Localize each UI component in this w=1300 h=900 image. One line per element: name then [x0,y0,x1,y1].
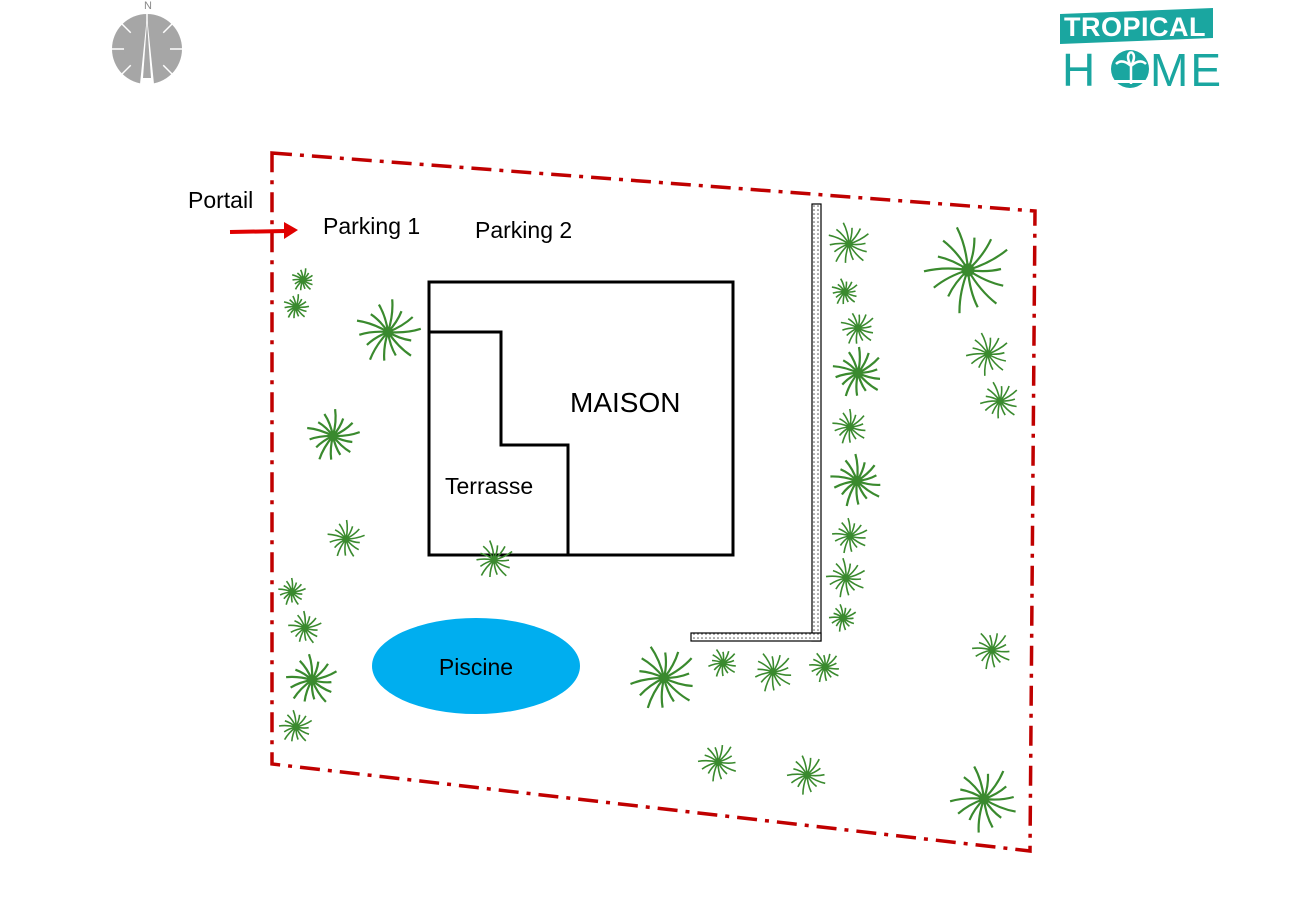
tropical-plant-icon [832,346,881,397]
tropical-plant-icon [356,299,422,361]
palm-tree-icon [1111,50,1149,88]
garden-wall-icon [690,203,822,642]
tropical-plant-icon [288,610,322,644]
tropical-plant-icon [828,603,857,632]
tropical-plant-icon [825,557,866,598]
gate-label: Portail [188,187,253,213]
tropical-plant-icon [828,222,869,263]
compass-north-label: N [144,0,152,12]
terrace-label: Terrasse [445,473,533,499]
swimming-pool-shape [372,618,580,714]
tropical-plant-icon [979,381,1018,419]
tropical-plant-icon [278,709,313,742]
tropical-plant-icon [476,540,513,578]
tropical-plant-icon [832,517,868,554]
tropical-plant-icon [786,755,826,795]
tropical-plant-icon [327,519,365,557]
tropical-plant-icon [285,653,338,703]
tropical-plant-icon [840,312,874,344]
house-label: MAISON [570,387,680,418]
logo-text-me: ME [1150,44,1223,96]
tropical-plant-icon [923,226,1008,314]
tropical-plant-icon [832,408,866,444]
tropical-home-logo: TROPICAL H ME [1060,8,1223,96]
logo-text-h: H [1062,44,1097,96]
entrance-arrow-icon [229,222,298,239]
tropical-plant-icon [971,632,1010,670]
tropical-plant-icon [949,765,1016,833]
tropical-plant-icon [307,408,361,460]
compass-rose-icon: N [112,0,182,84]
tropical-plant-icon [965,332,1008,376]
property-boundary [270,151,1037,853]
tropical-plant-icon [292,268,313,291]
tropical-plant-icon [697,745,737,782]
parking-2-label: Parking 2 [475,217,572,243]
plants-group [278,222,1018,833]
pool-label: Piscine [439,654,513,680]
tropical-plant-icon [283,294,310,319]
tropical-plant-icon [278,577,306,606]
tropical-plant-icon [630,646,693,709]
parking-1-label: Parking 1 [323,213,420,239]
tropical-plant-icon [830,453,881,507]
tropical-plant-icon [754,653,792,692]
tropical-plant-icon [809,652,839,683]
terrace-outline [429,330,570,555]
tropical-plant-icon [708,649,736,677]
tropical-plant-icon [831,278,858,305]
logo-text-tropical: TROPICAL [1064,12,1206,42]
house-outline [427,280,735,557]
